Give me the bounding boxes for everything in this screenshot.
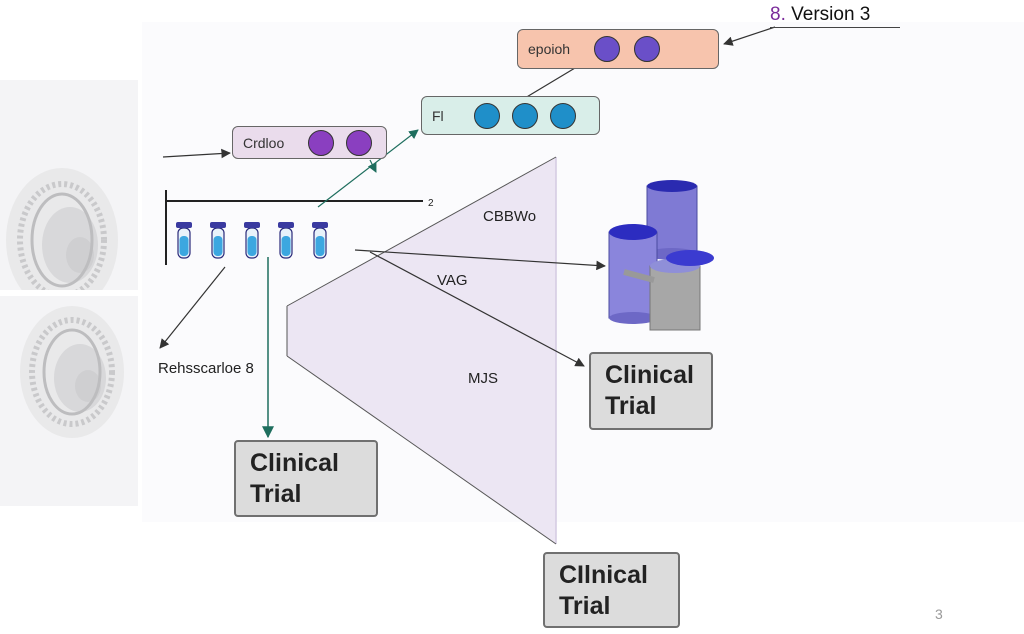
clinical-trial-line1: Clinical [250,449,339,477]
clinical-trial-line2: Trial [605,392,657,420]
version-label: 8. Version 3 [770,4,870,26]
brain-scan-icon [6,168,118,312]
brain-scan-icon [20,306,124,438]
funnel-triangle [287,157,556,544]
clinical-trial-line1: CIlnical [559,561,648,589]
node-cradio-dots [308,129,373,156]
clinical-trial-line1: Clinical [605,361,694,389]
node-cradio-label: Crdloo [243,134,285,151]
test-tube [312,222,328,259]
node-fi-label: Fl [432,107,444,124]
page-number: 3 [935,606,943,622]
arrow-to-cradio [162,148,231,159]
node-epoch: epoioh [517,29,719,69]
arrow-from-version [723,26,776,46]
arrow-to-receptor [159,266,226,349]
node-dot [511,102,538,129]
arrow-small [367,159,377,173]
node-dot [634,36,661,62]
clinical-trial-box-right: Clinical Trial [589,352,713,430]
node-dot [308,129,335,156]
version-number: 8. [770,4,786,25]
annotation-vag: VAG [437,272,468,289]
node-dot [549,102,576,129]
test-tube [176,222,192,259]
triangle-edge [286,355,557,545]
node-epoch-dots [594,36,661,62]
node-cradio: Crdloo [232,126,387,159]
clinical-trial-line2: Trial [250,480,302,508]
test-tube [210,222,226,259]
scan-thumbnail-top [0,80,138,312]
node-epoch-label: epoioh [528,41,571,57]
arrow-to-containers [354,249,606,271]
annotation-cbwo: CBBWo [483,208,537,225]
node-fi: Fl [421,96,600,135]
clinical-trial-box-bottom: CIlnical Trial [543,552,680,628]
axis-tick-label: 2 [428,198,434,209]
drug-containers-icon [608,180,714,331]
version-text: Version 3 [791,4,871,25]
annotation-mus: MJS [468,370,498,387]
scan-thumbnail-bottom [0,296,138,506]
node-dot [473,102,500,129]
node-dot [346,129,373,156]
test-tube-rack [176,222,328,259]
node-fi-dots [473,102,576,129]
version-underline [770,27,900,28]
clinical-trial-box-left: Clinical Trial [234,440,378,517]
test-tube [278,222,294,259]
test-tube [244,222,260,259]
arrow-to-clinical-trial-right [369,251,585,367]
node-dot [594,36,621,62]
triangle-edge [286,156,557,307]
clinical-trial-line2: Trial [559,592,611,620]
receptor-label: Rehsscarloe 8 [158,360,254,377]
